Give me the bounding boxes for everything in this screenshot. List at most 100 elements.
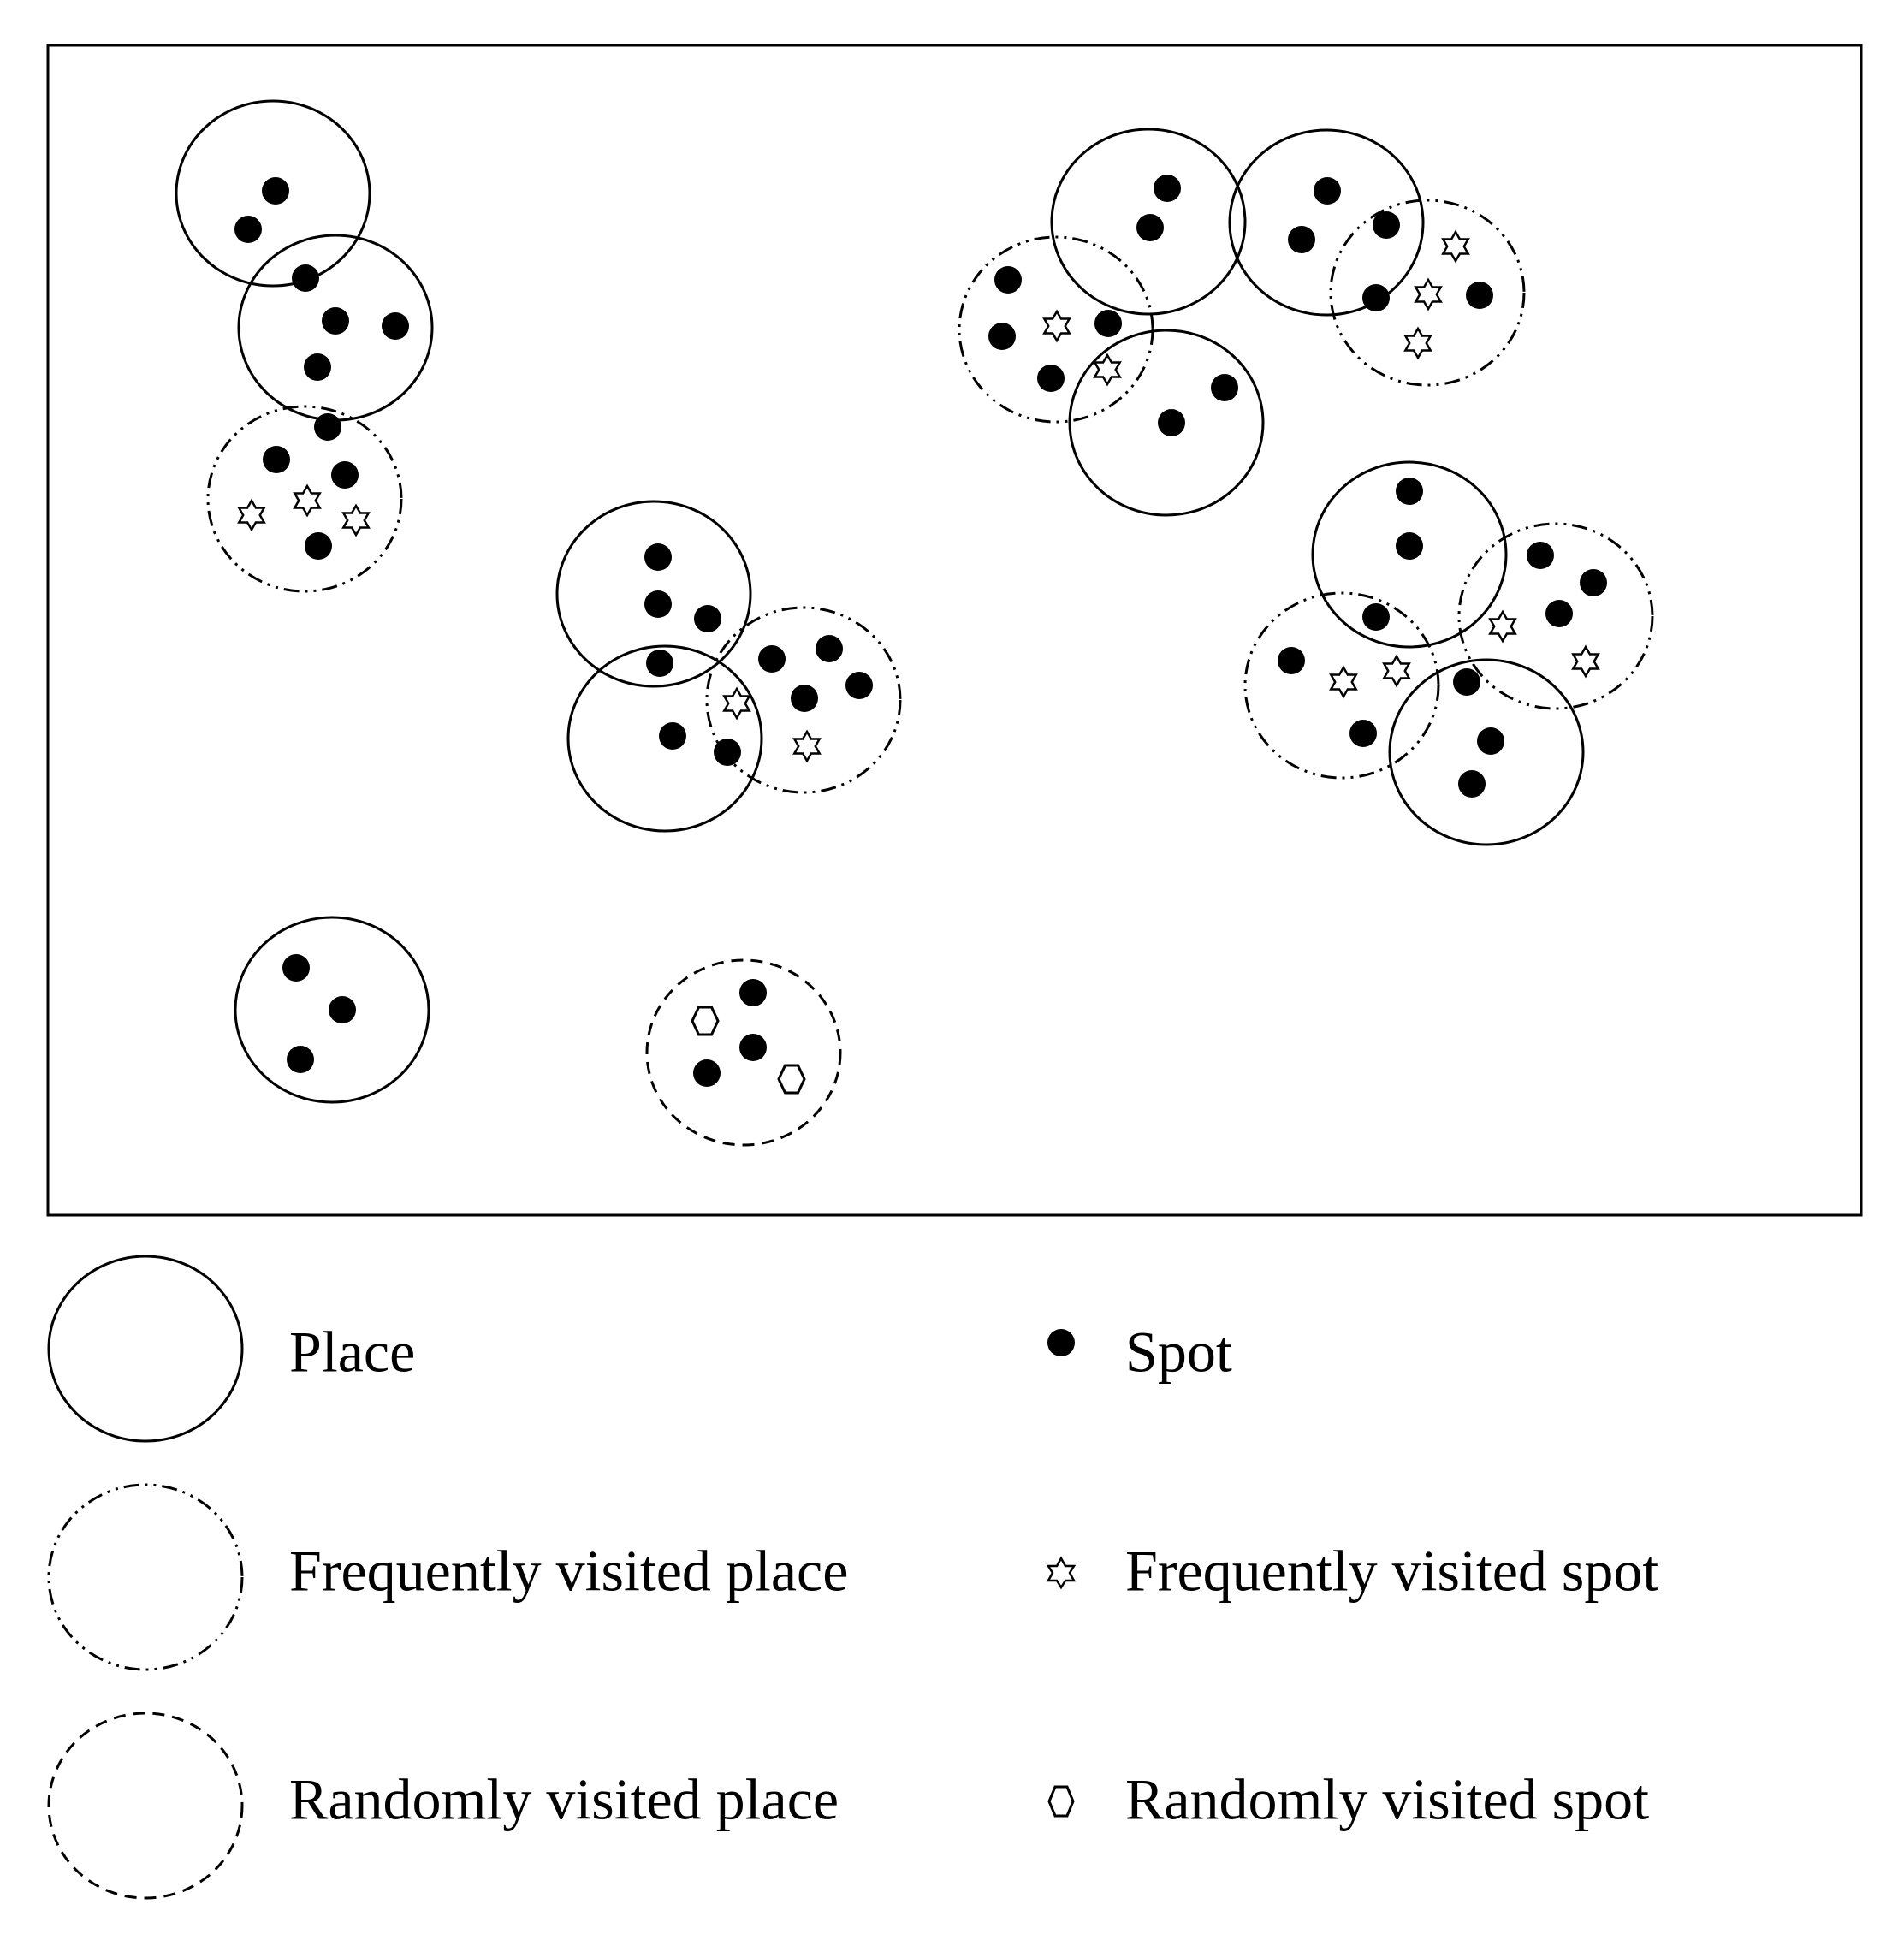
legend-item-randomly-visited-place: Randomly visited place (47, 1712, 839, 1900)
spot-dot-icon (1047, 1329, 1075, 1356)
frequently-visited-place-circle-icon (47, 1483, 244, 1671)
spot-dot (1453, 668, 1480, 696)
star-of-david-icon (1046, 1556, 1077, 1590)
spot-dot (1136, 214, 1164, 241)
map-frame (46, 44, 1863, 1217)
frequently-visited-spot-star (1414, 277, 1443, 311)
place-circle (566, 644, 763, 833)
frequently-visited-spot-star (1403, 326, 1432, 360)
frequently-visited-place-circle (958, 235, 1154, 424)
place-circle (1388, 658, 1585, 846)
legend-item-randomly-visited-spot: Randomly visited spot (1047, 1767, 1649, 1832)
place-circle (234, 916, 430, 1104)
frequently-visited-place-circle (1457, 522, 1654, 710)
spot-dot (329, 996, 356, 1023)
legend-label-randomly-visited-place: Randomly visited place (289, 1767, 839, 1832)
spot-dot (1466, 282, 1493, 309)
frequently-visited-place-circle (705, 606, 902, 794)
spot-dot (644, 590, 672, 618)
spot-dot (1396, 478, 1423, 505)
frequently-visited-place-circle (206, 405, 403, 593)
legend-item-frequently-visited-place: Frequently visited place (47, 1483, 848, 1671)
place-circle (1228, 128, 1425, 317)
map-area (175, 99, 1654, 1147)
randomly-visited-spot-hexagon (691, 1006, 720, 1036)
spot-dot (1580, 569, 1607, 596)
frequently-visited-spot-star (722, 686, 751, 721)
randomly-visited-place-circle (645, 958, 842, 1147)
spot-dot (758, 645, 786, 673)
spot-dot (1362, 603, 1390, 631)
frequently-visited-place-circle (1329, 199, 1526, 387)
spot-dot (305, 532, 332, 560)
spot-dot (1094, 310, 1122, 337)
frequently-visited-spot-star (293, 484, 322, 518)
spot-dot (1314, 177, 1341, 205)
spot-dot (816, 635, 843, 662)
place-circle (1050, 128, 1247, 316)
spot-dot (1396, 532, 1423, 560)
spot-dot (694, 605, 721, 632)
frequently-visited-spot-star (792, 729, 822, 763)
spot-dot (1349, 720, 1377, 747)
spot-dot (1527, 542, 1554, 569)
spot-dot (1288, 226, 1315, 253)
spot-dot (282, 954, 310, 982)
spot-dot (314, 413, 341, 441)
spot-dot (739, 1034, 767, 1061)
legend-item-frequently-visited-spot: Frequently visited spot (1046, 1539, 1658, 1604)
spot-dot (304, 353, 331, 381)
frequently-visited-spot-star (237, 498, 266, 532)
legend-label-frequently-visited-place: Frequently visited place (289, 1539, 848, 1604)
place-circle (175, 99, 371, 288)
legend-label-place: Place (289, 1320, 415, 1385)
spot-dot (1278, 647, 1305, 674)
frequently-visited-spot-star (1329, 665, 1358, 699)
spot-dot (1373, 211, 1400, 239)
frequently-visited-spot-star (1571, 644, 1600, 679)
spot-dot (1362, 284, 1390, 311)
hexagon-icon (1047, 1785, 1075, 1818)
place-circle (1068, 329, 1265, 517)
frequently-visited-place-circle (1243, 591, 1440, 780)
spot-dot (331, 461, 359, 489)
legend-item-spot: Spot (1047, 1320, 1232, 1385)
legend-label-randomly-visited-spot: Randomly visited spot (1125, 1767, 1649, 1832)
place-circle-icon (47, 1255, 244, 1443)
spot-dot (845, 672, 873, 699)
spot-dot (382, 312, 409, 340)
spot-dot (1037, 365, 1065, 392)
spot-dot (1211, 374, 1238, 401)
spot-dot (739, 979, 767, 1006)
place-circle (555, 500, 752, 688)
spot-dot (1477, 727, 1504, 755)
frequently-visited-spot-star (341, 503, 371, 537)
legend-label-frequently-visited-spot: Frequently visited spot (1125, 1539, 1658, 1604)
place-circle (1311, 460, 1508, 649)
frequently-visited-spot-star (1441, 229, 1470, 264)
spot-dot (646, 650, 673, 677)
frequently-visited-spot-star (1382, 654, 1411, 688)
spot-dot (263, 446, 290, 473)
spot-dot (322, 307, 349, 335)
legend-item-place: Place (47, 1255, 415, 1443)
frequently-visited-spot-star (1488, 609, 1517, 644)
spot-dot (659, 722, 686, 750)
spot-dot (1545, 600, 1573, 627)
spot-dot (714, 739, 741, 766)
spot-dot (1458, 770, 1486, 798)
spot-dot (287, 1046, 314, 1073)
spot-dot (1158, 409, 1185, 436)
spot-dot (791, 685, 818, 712)
spot-dot (644, 543, 672, 571)
spot-dot (693, 1059, 721, 1087)
spot-dot (994, 266, 1022, 294)
spot-dot (292, 264, 319, 292)
frequently-visited-spot-star (1093, 353, 1122, 387)
randomly-visited-place-circle-icon (47, 1712, 244, 1900)
frequently-visited-spot-star (1042, 309, 1071, 343)
legend: Place Frequently visited place Randomly … (47, 1255, 1658, 1900)
spot-dot (988, 323, 1016, 350)
spot-dot (1154, 175, 1181, 202)
